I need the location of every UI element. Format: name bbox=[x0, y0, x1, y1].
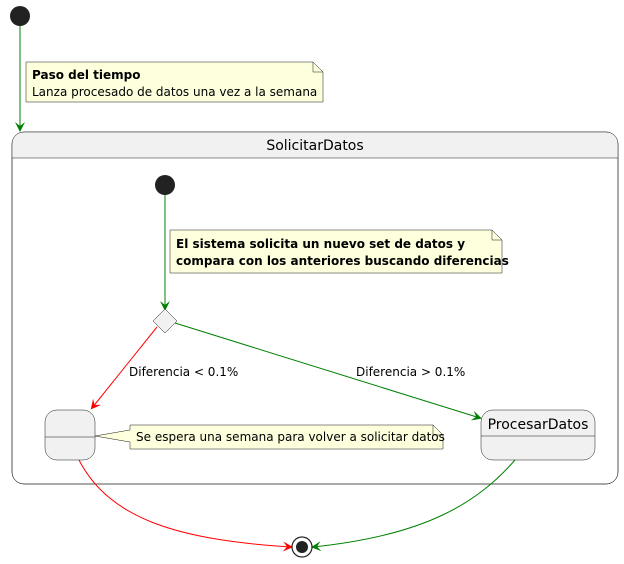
note-line-1: El sistema solicita un nuevo set de dato… bbox=[176, 237, 465, 251]
state-procesar-datos: ProcesarDatos bbox=[480, 409, 596, 461]
composite-state-solicitar-datos: SolicitarDatos bbox=[11, 131, 619, 485]
transition-choice-to-wait bbox=[90, 326, 158, 410]
transition-label-high: Diferencia > 0.1% bbox=[356, 365, 465, 379]
note-espera: Se espera una semana para volver a solic… bbox=[94, 424, 445, 450]
inner-initial-node bbox=[155, 175, 175, 195]
final-node bbox=[291, 536, 313, 558]
transition-procesar-to-final bbox=[311, 459, 516, 552]
outer-initial-node bbox=[10, 6, 30, 26]
transition-choice-to-procesar bbox=[174, 322, 482, 421]
composite-state-title: SolicitarDatos bbox=[266, 138, 363, 154]
note-paso-del-tiempo: Paso del tiempo Lanza procesado de datos… bbox=[25, 61, 324, 103]
choice-node bbox=[152, 308, 178, 334]
note-title: Paso del tiempo bbox=[32, 68, 140, 82]
note-line-2: compara con los anteriores buscando dife… bbox=[176, 254, 509, 268]
note-sistema-solicita: El sistema solicita un nuevo set de dato… bbox=[169, 229, 509, 274]
note-espera-text: Se espera una semana para volver a solic… bbox=[136, 430, 445, 444]
state-procesar-label: ProcesarDatos bbox=[488, 417, 589, 433]
transition-wait-to-final bbox=[78, 459, 293, 552]
transition-label-low: Diferencia < 0.1% bbox=[129, 365, 238, 379]
note-body: Lanza procesado de datos una vez a la se… bbox=[32, 85, 317, 99]
state-wait bbox=[44, 409, 96, 461]
